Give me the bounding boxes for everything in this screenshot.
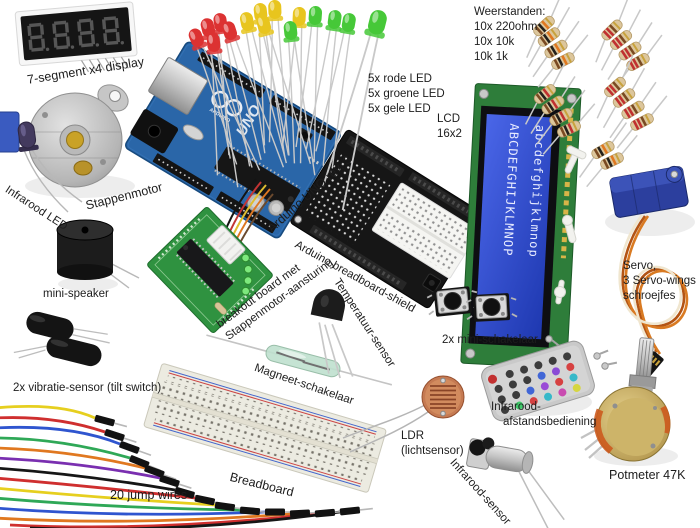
servo-screws (545, 335, 618, 370)
label-mini-speaker: mini-speaker (43, 288, 109, 300)
reed-switch (206, 334, 393, 386)
label-ir-remote: Infrarood- afstandsbediening (491, 400, 596, 430)
label-potmeter: Potmeter 47K (609, 468, 686, 482)
label-ldr: LDR (lichtsensor) (401, 429, 464, 459)
remote-power-button (487, 374, 497, 384)
label-line: Servo, (623, 260, 657, 272)
seven-segment-display (14, 1, 138, 73)
label-line: Infrarood- (491, 401, 541, 413)
jump-wires (0, 404, 373, 528)
lcd-screen-line1: ABCDEFGHIJKLMNOP (500, 123, 521, 257)
label-line: 10x 10k (474, 35, 515, 48)
label-line: (lichtsensor) (401, 444, 464, 457)
breadboard (143, 363, 387, 493)
label-resistors: Weerstanden: 10x 220ohm 10x 10k 10k 1k (474, 5, 545, 65)
label-line: Weerstanden: (474, 6, 546, 18)
jump-wire-tips (94, 414, 373, 518)
infrared-led (17, 121, 83, 213)
label-leds: 5x rode LED 5x groene LED 5x gele LED (368, 72, 445, 117)
label-line: 3 Servo-wings (623, 274, 696, 287)
ir-remote (481, 340, 595, 422)
label-line: schroejfes (623, 289, 676, 302)
label-line: 5x groene LED (368, 87, 445, 100)
remote-buttons (494, 352, 581, 414)
arduino-breadboard-shield (290, 129, 486, 309)
lcd-screen (475, 114, 553, 340)
label-servo: Servo, 3 Servo-wings schroejfes (623, 259, 696, 304)
ir-receiver (466, 437, 565, 528)
label-line: LDR (401, 430, 425, 442)
stepper-motor (0, 84, 129, 188)
servo-horns (554, 145, 587, 305)
lcd-screen-line2: abcdefghijklmnop (526, 125, 547, 259)
label-jump-wires: 20 jump wires (110, 488, 188, 502)
label-line: afstandsbediening (503, 415, 597, 428)
label-line: 10k 1k (474, 50, 508, 63)
ldr-sensor (342, 375, 465, 453)
temperature-sensor (310, 289, 354, 379)
usb-connector (148, 57, 208, 115)
servo (609, 165, 689, 379)
mini-speaker-buzzer (56, 219, 140, 289)
potentiometer (580, 337, 671, 462)
vibration-sensors (13, 311, 110, 367)
label-line: 10x 220ohm (474, 20, 538, 33)
label-line: LCD (437, 113, 461, 125)
label-line: 5x rode LED (368, 73, 432, 85)
stepper-driver-board (147, 207, 273, 333)
label-lcd: LCD 16x2 (437, 112, 462, 142)
label-mini-switch: 2x mini-schakelaar (442, 334, 538, 346)
label-vibration-sensor: 2x vibratie-sensor (tilt switch) (13, 382, 162, 394)
label-line: 5x gele LED (368, 102, 431, 115)
label-line: 16x2 (437, 127, 462, 140)
driver-chip (176, 239, 234, 297)
